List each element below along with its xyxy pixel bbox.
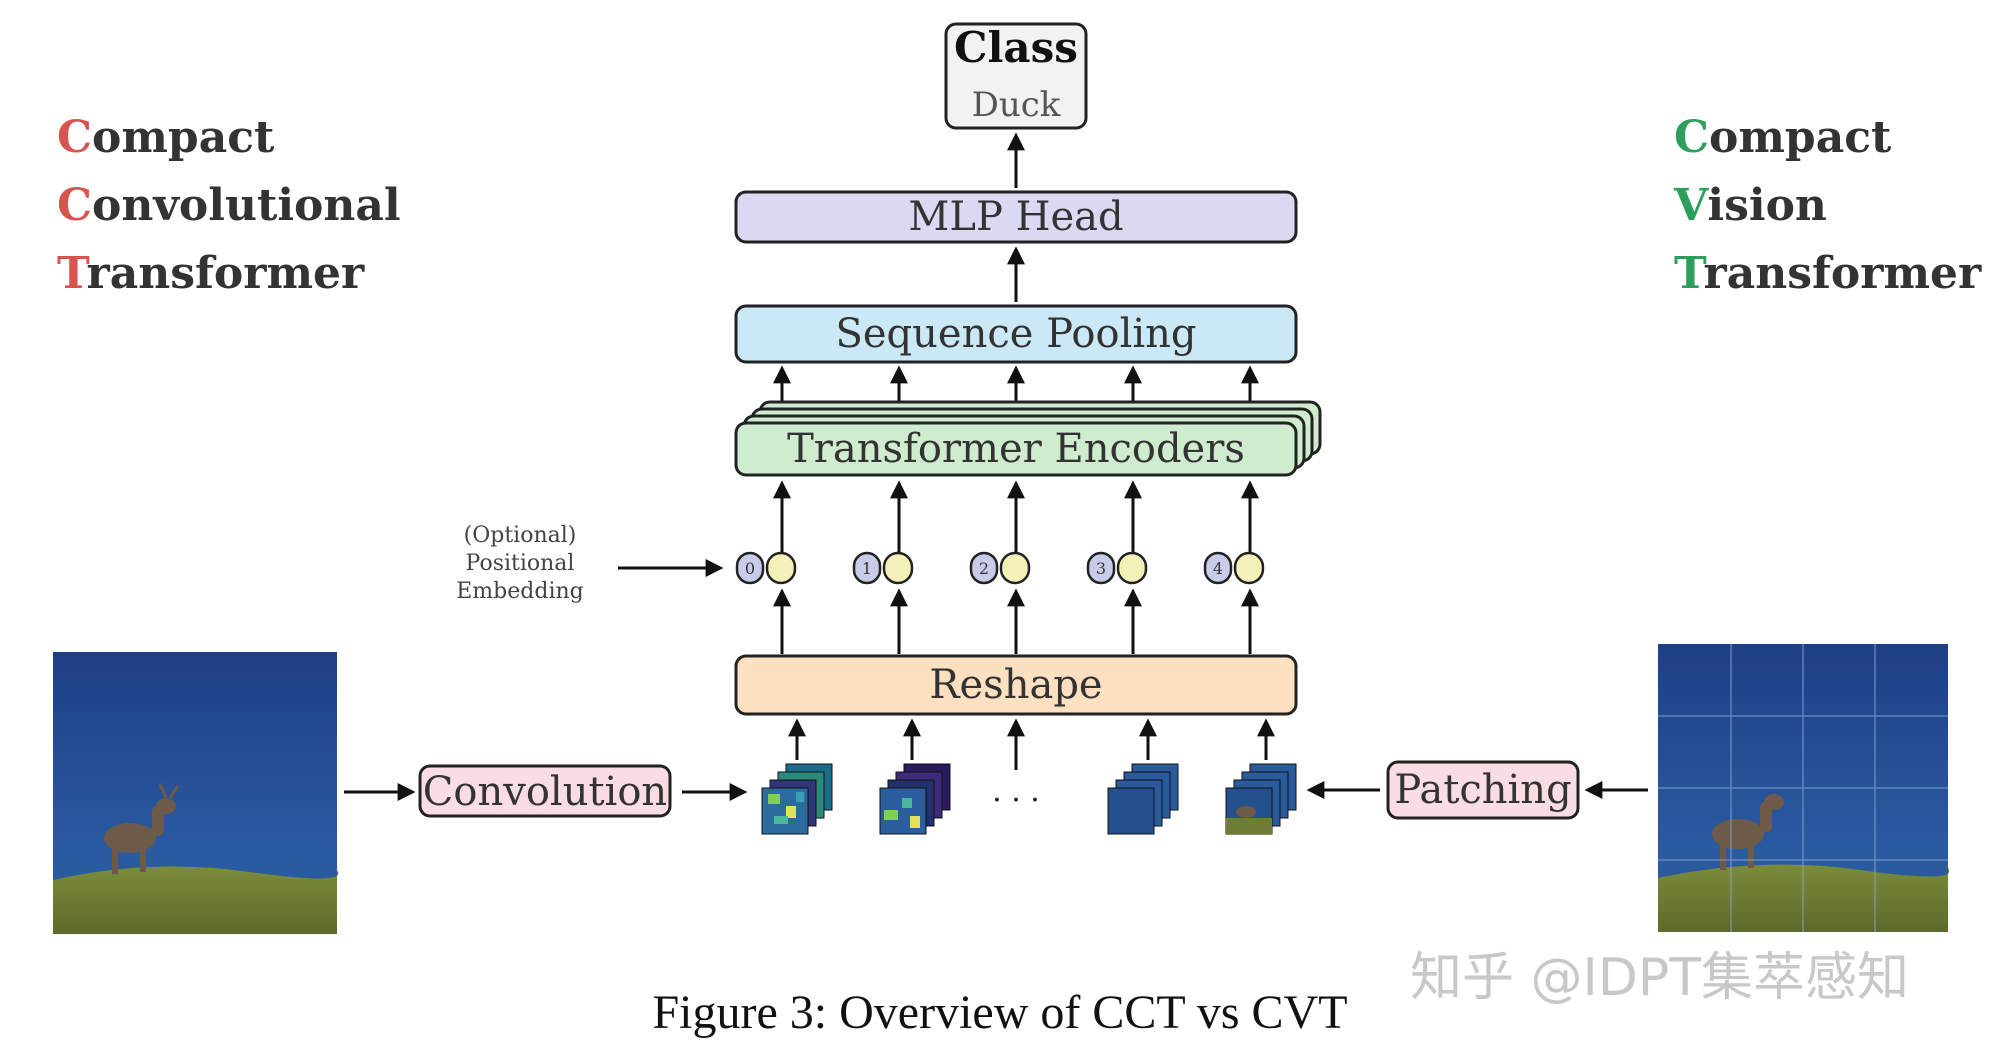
- svg-text:4: 4: [1213, 559, 1223, 578]
- token-3: 3: [1086, 551, 1148, 585]
- cct-title-line-2: Convolutional: [57, 180, 401, 231]
- token-2: 2: [969, 551, 1031, 585]
- mlp-head-block: MLP Head: [734, 190, 1298, 244]
- svg-text:3: 3: [1096, 559, 1106, 578]
- convolution-label: Convolution: [423, 769, 667, 815]
- patching-block: Patching: [1386, 760, 1580, 820]
- conv-feature-map-2: [879, 763, 951, 835]
- transformer-encoders-label: Transformer Encoders: [787, 426, 1245, 472]
- token-0: 0: [735, 551, 797, 585]
- reshape-label: Reshape: [929, 662, 1102, 708]
- mlp-head-label: MLP Head: [908, 194, 1123, 240]
- transformer-encoders-block: Transformer Encoders: [734, 400, 1322, 477]
- features-to-reshape-arrows: [788, 718, 1275, 770]
- svg-text:1: 1: [862, 559, 872, 578]
- cvt-title-line-1: Compact: [1674, 112, 1892, 163]
- ellipsis: · · ·: [992, 783, 1040, 818]
- cvt-title-line-2: Vision: [1674, 180, 1827, 231]
- deer-figure: [104, 783, 180, 874]
- svg-text:0: 0: [745, 559, 755, 578]
- token-4: 4: [1203, 551, 1265, 585]
- class-label: Duck: [972, 85, 1061, 125]
- class-title: Class: [954, 23, 1078, 72]
- patch-grid: [1658, 644, 1948, 932]
- cvt-title-line-3: Transformer: [1674, 248, 1982, 299]
- sequence-pooling-label: Sequence Pooling: [835, 311, 1196, 357]
- token-1: 1: [852, 551, 914, 585]
- conv-feature-map-1: [761, 763, 833, 835]
- class-output-box: Class Duck: [944, 22, 1088, 130]
- watermark: 知乎 @IDPT集萃感知: [1410, 948, 1910, 1008]
- cct-input-image: [53, 652, 339, 934]
- svg-text:2: 2: [979, 559, 989, 578]
- token-to-encoder-arrows: [773, 480, 1259, 552]
- patch-stack-1: [1107, 763, 1179, 835]
- cvt-input-image: [1658, 644, 1950, 932]
- convolution-block: Convolution: [418, 764, 672, 818]
- reshape-block: Reshape: [734, 654, 1298, 716]
- cct-title: Compact Convolutional Transformer: [57, 104, 401, 308]
- sequence-pooling-block: Sequence Pooling: [734, 304, 1298, 364]
- cct-title-line-3: Transformer: [57, 248, 365, 299]
- positional-embedding-label: (Optional) Positional Embedding: [456, 523, 584, 604]
- patching-label: Patching: [1394, 767, 1571, 813]
- cvt-title: Compact Vision Transformer: [1674, 104, 1981, 308]
- figure-caption: Figure 3: Overview of CCT vs CVT: [652, 986, 1348, 1039]
- reshape-to-token-arrows: [773, 588, 1259, 654]
- cct-title-line-1: Compact: [57, 112, 275, 163]
- patch-stack-2: [1225, 763, 1297, 835]
